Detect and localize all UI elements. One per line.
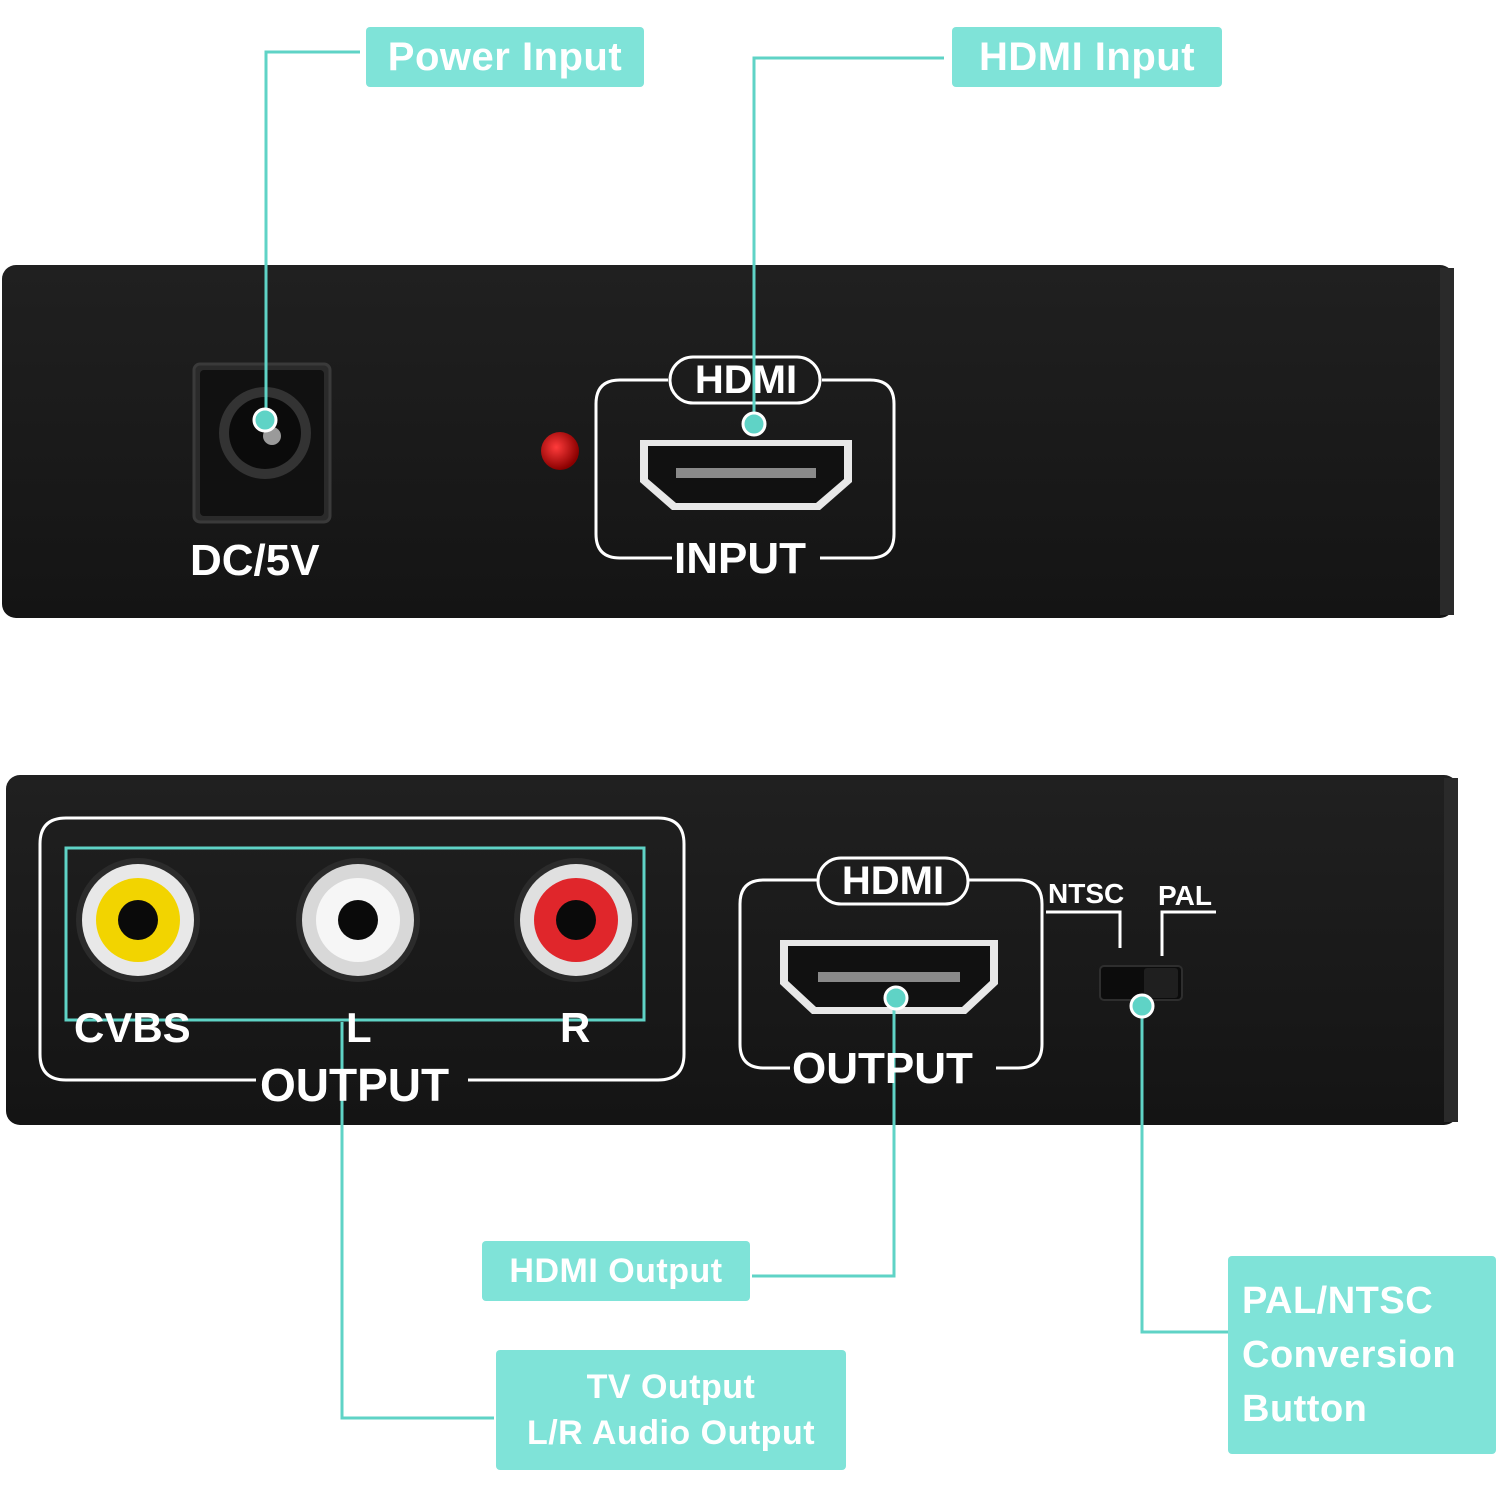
- l-label: L: [346, 1004, 372, 1051]
- hdmi-input-label: HDMI Input: [978, 34, 1196, 79]
- bottom-panel: [6, 775, 1458, 1125]
- pal-ntsc-line1: PAL/NTSC: [1242, 1280, 1434, 1322]
- tv-output-line1: TV Output: [586, 1368, 756, 1406]
- top-hdmi-badge: HDMI: [694, 358, 798, 402]
- pal-label: PAL: [1158, 880, 1212, 911]
- hdmi-input-bracket: [594, 355, 896, 560]
- hdmi-output-label: HDMI Output: [509, 1251, 723, 1290]
- rca-output-label: OUTPUT: [260, 1059, 450, 1111]
- bottom-hdmi-badge: HDMI: [841, 859, 945, 903]
- tv-output-callout: TV Output L/R Audio Output: [496, 1350, 846, 1470]
- ntsc-label: NTSC: [1048, 878, 1125, 909]
- hdmi-output-bracket: [738, 856, 1044, 1070]
- ntsc-pal-markers: [1046, 910, 1216, 956]
- input-label: INPUT: [674, 534, 806, 583]
- hdmi-output-port-label: OUTPUT: [792, 1044, 973, 1093]
- power-input-callout: Power Input: [366, 27, 644, 87]
- tv-output-line2: L/R Audio Output: [526, 1414, 816, 1452]
- rca-highlight-box: [64, 846, 646, 1022]
- pal-ntsc-switch[interactable]: [1099, 965, 1183, 1001]
- dc-5v-label: DC/5V: [190, 536, 320, 585]
- leader-lines: [264, 50, 1228, 1420]
- hdmi-output-port: [780, 940, 998, 1014]
- hdmi-input-callout: HDMI Input: [952, 27, 1222, 87]
- pal-ntsc-line2: Conversion: [1242, 1334, 1457, 1376]
- dc-power-jack: [192, 362, 332, 524]
- top-panel: [2, 265, 1454, 618]
- leader-dots: [252, 407, 1155, 1019]
- pal-ntsc-line3: Button: [1242, 1388, 1368, 1430]
- hdmi-input-port: [640, 440, 852, 510]
- power-led: [541, 432, 579, 470]
- pal-ntsc-callout: PAL/NTSC Conversion Button: [1228, 1256, 1496, 1454]
- power-input-label: Power Input: [387, 34, 623, 79]
- rca-jack-white: [296, 858, 420, 982]
- r-label: R: [560, 1004, 591, 1051]
- rca-jack-red: [514, 858, 638, 982]
- hdmi-output-callout: HDMI Output: [482, 1241, 750, 1301]
- cvbs-label: CVBS: [74, 1004, 191, 1051]
- rca-output-bracket: [38, 816, 686, 1082]
- rca-jack-yellow: [76, 858, 200, 982]
